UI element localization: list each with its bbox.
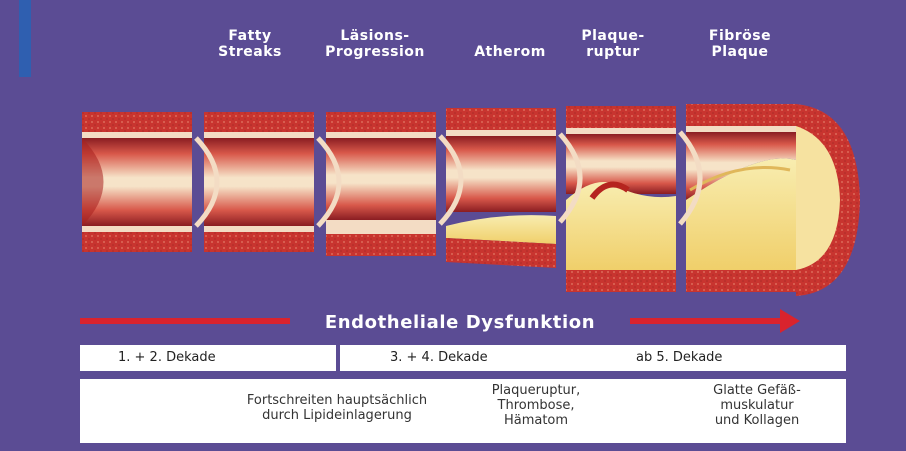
vessel-segment-2	[196, 112, 314, 252]
description-collagen: Glatte Gefäß- muskulatur und Kollagen	[692, 383, 822, 428]
decade-label-5: ab 5. Dekade	[636, 350, 722, 365]
decade-label-1-2: 1. + 2. Dekade	[118, 350, 216, 365]
vessel-segment-4	[440, 108, 556, 268]
vessel-segment-1	[82, 112, 192, 252]
description-lipid: Fortschreiten hauptsächlich durch Lipide…	[192, 393, 482, 423]
decade-label-3-4: 3. + 4. Dekade	[390, 350, 488, 365]
vessel-segment-5	[560, 106, 676, 292]
vessel-segment-6	[680, 104, 796, 292]
decade-row: 1. + 2. Dekade 3. + 4. Dekade ab 5. Deka…	[80, 345, 846, 371]
decade-divider	[336, 345, 340, 371]
vessel-segment-3	[318, 112, 436, 256]
description-row: Fortschreiten hauptsächlich durch Lipide…	[80, 379, 846, 443]
description-plaqueruptur: Plaqueruptur, Thrombose, Hämatom	[472, 383, 600, 428]
arrow-label: Endotheliale Dysfunktion	[290, 312, 630, 333]
